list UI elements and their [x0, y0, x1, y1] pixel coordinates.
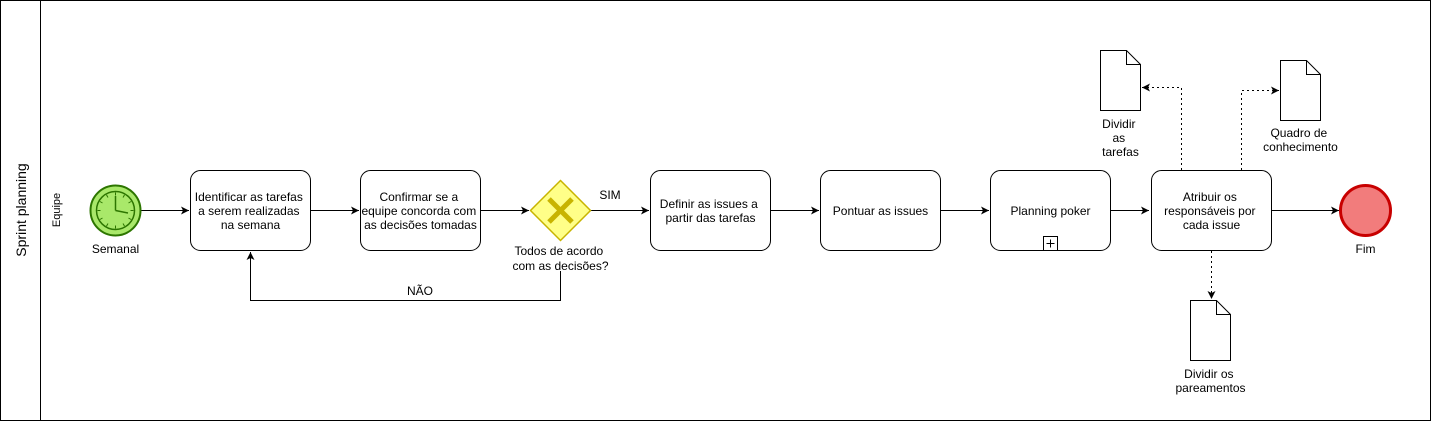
document-icon: [1280, 60, 1321, 121]
task-box: [360, 170, 481, 251]
task-label: Definir as issues a partir das tarefas: [660, 197, 761, 225]
gateway-x-icon: [547, 197, 574, 224]
end-event[interactable]: Fim: [1339, 184, 1392, 257]
document-icon: [1100, 50, 1141, 111]
clock-hand-minute: [115, 209, 129, 214]
sequence-flows: [141, 206, 1339, 301]
document-icon: [1190, 300, 1231, 361]
clock-tick: [99, 201, 103, 204]
clock-tick: [128, 201, 132, 204]
document-fold: [1306, 60, 1321, 75]
exclusive-gateway[interactable]: Todos de acordo com as decisões? SIM NÃO: [407, 179, 621, 299]
start-event-label: Semanal: [92, 242, 139, 256]
data-object-dividir-tarefas[interactable]: Dividir as tarefas: [1100, 50, 1141, 160]
document-label: Dividir as tarefas: [1102, 117, 1139, 159]
flow-gateway-no: [246, 252, 561, 301]
end-event-label: Fim: [1356, 242, 1376, 256]
document-label: Dividir os pareamentos: [1175, 367, 1245, 395]
data-object-pareamentos[interactable]: Dividir os pareamentos: [1175, 300, 1246, 396]
subprocess-expand-icon[interactable]: [1043, 236, 1058, 251]
task-label: Planning poker: [1010, 204, 1090, 218]
task-box: [650, 170, 771, 251]
association-to-quadro: [1241, 86, 1279, 170]
data-associations: [1142, 83, 1279, 299]
gateway-label: Todos de acordo com as decisões?: [512, 244, 608, 273]
document-label: Quadro de conhecimento: [1263, 126, 1338, 154]
task-box: [1151, 170, 1272, 251]
clock-ticks: [97, 192, 134, 229]
task-definir[interactable]: Definir as issues a partir das tarefas: [650, 170, 771, 251]
task-label: Identificar as tarefas a serem realizada…: [195, 190, 306, 232]
clock-tick: [128, 217, 132, 220]
task-confirmar[interactable]: Confirmar se a equipe concorda com as de…: [360, 170, 481, 251]
lane-label: Equipe: [51, 193, 63, 227]
task-label: Atribuir os responsáveis por cada issue: [1164, 190, 1259, 232]
clock-tick: [106, 223, 109, 227]
clock-tick: [99, 217, 103, 220]
task-identificar[interactable]: Identificar as tarefas a serem realizada…: [190, 170, 311, 251]
subprocess-planning-poker[interactable]: Planning poker: [990, 170, 1111, 251]
task-box: [820, 170, 941, 251]
timer-clock-icon: [95, 190, 136, 231]
start-timer-event[interactable]: Semanal: [89, 184, 142, 257]
task-box: [190, 170, 311, 251]
end-event-circle: [1339, 184, 1392, 237]
task-label: Confirmar se a equipe concorda com as de…: [361, 190, 479, 232]
pool-label: Sprint planning: [13, 163, 29, 256]
task-atribuir[interactable]: Atribuir os responsáveis por cada issue: [1151, 170, 1272, 251]
document-fold: [1216, 300, 1231, 315]
clock-tick: [122, 223, 125, 227]
task-label: Pontuar as issues: [833, 204, 928, 218]
task-pontuar[interactable]: Pontuar as issues: [820, 170, 941, 251]
clock-tick: [122, 194, 125, 198]
data-object-quadro[interactable]: Quadro de conhecimento: [1263, 60, 1338, 155]
document-fold: [1126, 50, 1141, 65]
clock-tick: [106, 194, 109, 198]
flow-label-yes: SIM: [599, 188, 620, 202]
flow-label-no: NÃO: [407, 284, 433, 298]
